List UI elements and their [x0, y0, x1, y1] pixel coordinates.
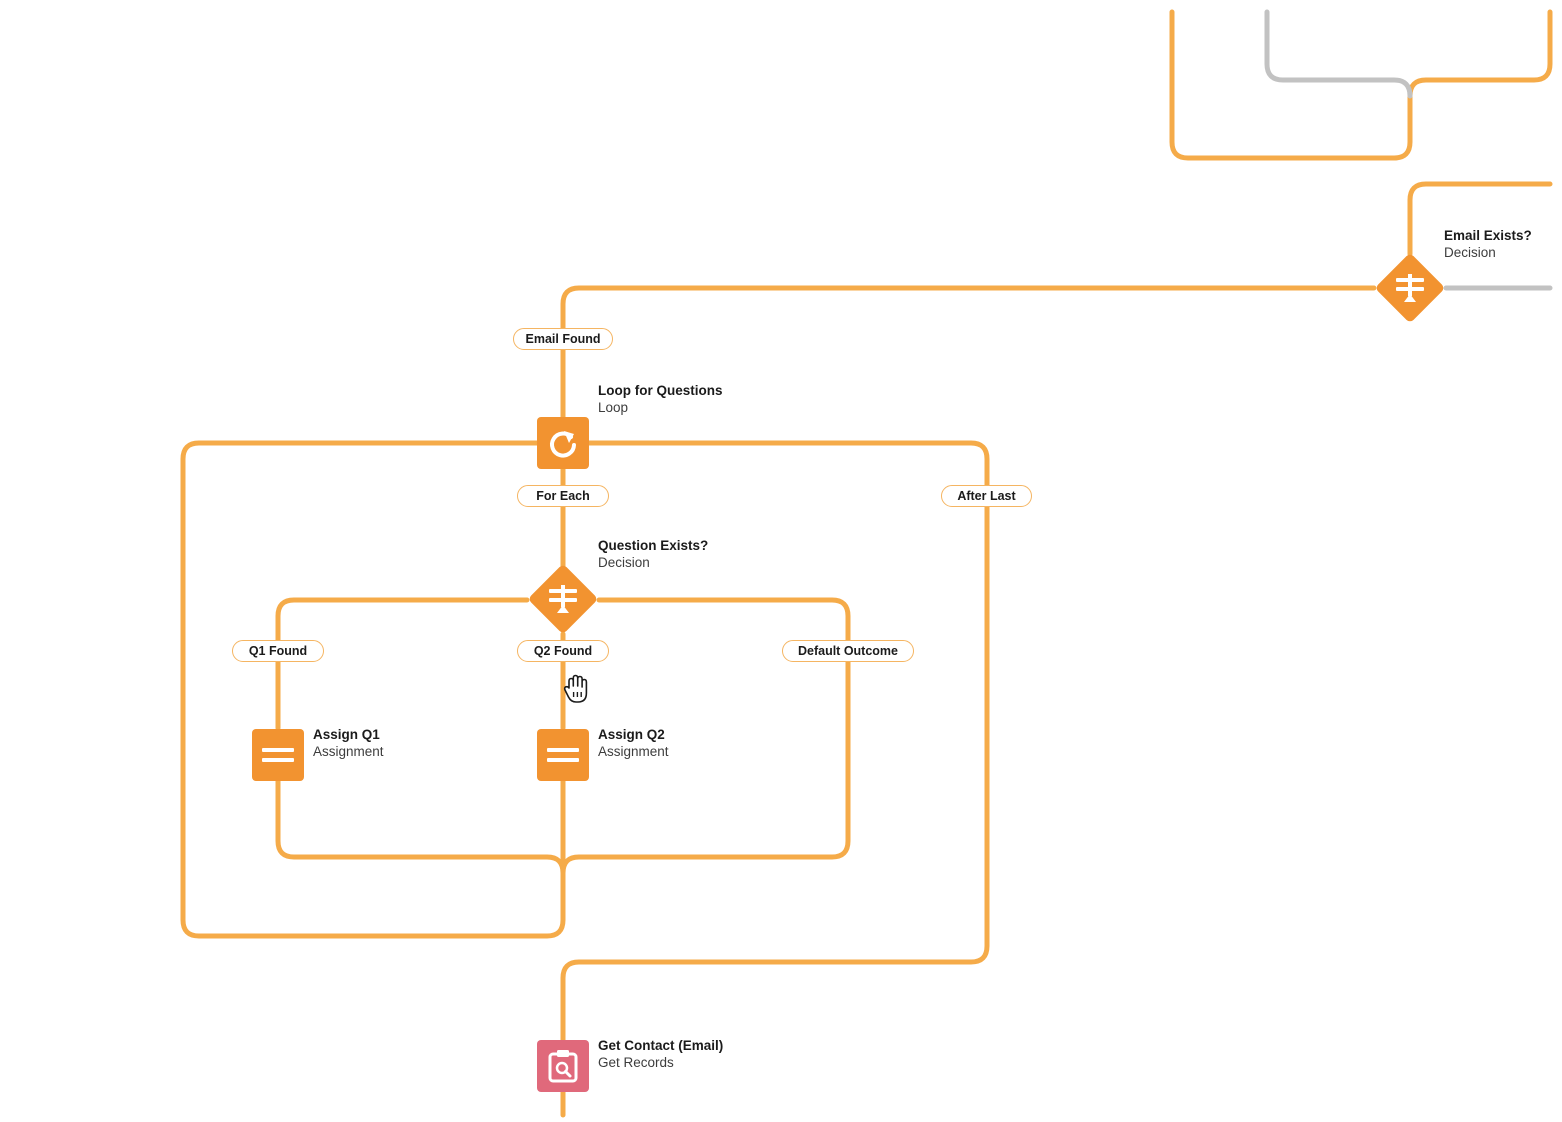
assignment-icon — [547, 748, 579, 762]
node-type: Decision — [598, 555, 650, 570]
connector-default-path[interactable] — [1264, 9, 1413, 99]
loop-for-questions-label: Loop for Questions Loop — [598, 382, 723, 416]
email-exists-decision-node[interactable] — [1374, 252, 1446, 329]
connector-label-default-outcome[interactable]: Default Outcome — [782, 640, 914, 662]
assignment-icon — [262, 748, 294, 762]
connector-label-email-found[interactable]: Email Found — [513, 328, 613, 350]
loop-for-questions-node[interactable] — [537, 417, 589, 469]
loop-icon — [550, 431, 576, 458]
connector-q1-found[interactable] — [275, 597, 530, 731]
connector-email-found[interactable] — [560, 285, 1377, 421]
decision-icon — [529, 565, 597, 633]
get-records-icon — [548, 1050, 578, 1083]
assign-q2-label: Assign Q2 Assignment — [598, 726, 669, 760]
connector-label-for-each[interactable]: For Each — [517, 485, 609, 507]
node-type: Assignment — [313, 744, 384, 759]
node-title: Email Exists? — [1444, 228, 1532, 243]
connector[interactable] — [1407, 181, 1553, 257]
node-title: Assign Q1 — [313, 727, 380, 742]
email-exists-label: Email Exists? Decision — [1444, 227, 1532, 261]
assign-q1-node[interactable] — [252, 729, 304, 781]
connector-after-last[interactable] — [560, 440, 990, 1043]
assign-q2-node[interactable] — [537, 729, 589, 781]
node-type: Assignment — [598, 744, 669, 759]
decision-icon — [1376, 254, 1444, 322]
node-title: Get Contact (Email) — [598, 1038, 724, 1053]
assign-q1-label: Assign Q1 Assignment — [313, 726, 384, 760]
connector-loop-back[interactable] — [180, 440, 566, 939]
connector-label-q2-found[interactable]: Q2 Found — [517, 640, 609, 662]
connector-merge-q1[interactable] — [275, 777, 566, 876]
get-contact-email-node[interactable] — [537, 1040, 589, 1092]
node-type: Decision — [1444, 245, 1496, 260]
node-type: Loop — [598, 400, 629, 415]
connector[interactable] — [1169, 9, 1553, 161]
node-title: Loop for Questions — [598, 383, 723, 398]
question-exists-decision-node[interactable] — [527, 563, 599, 640]
grab-hand-cursor-icon — [563, 674, 588, 703]
question-exists-label: Question Exists? Decision — [598, 537, 708, 571]
node-type: Get Records — [598, 1055, 674, 1070]
node-title: Question Exists? — [598, 538, 709, 553]
connector-label-after-last[interactable]: After Last — [941, 485, 1032, 507]
node-title: Assign Q2 — [598, 727, 665, 742]
connector-default-outcome[interactable] — [560, 597, 851, 876]
connector-label-q1-found[interactable]: Q1 Found — [232, 640, 324, 662]
get-contact-email-label: Get Contact (Email) Get Records — [598, 1037, 723, 1071]
